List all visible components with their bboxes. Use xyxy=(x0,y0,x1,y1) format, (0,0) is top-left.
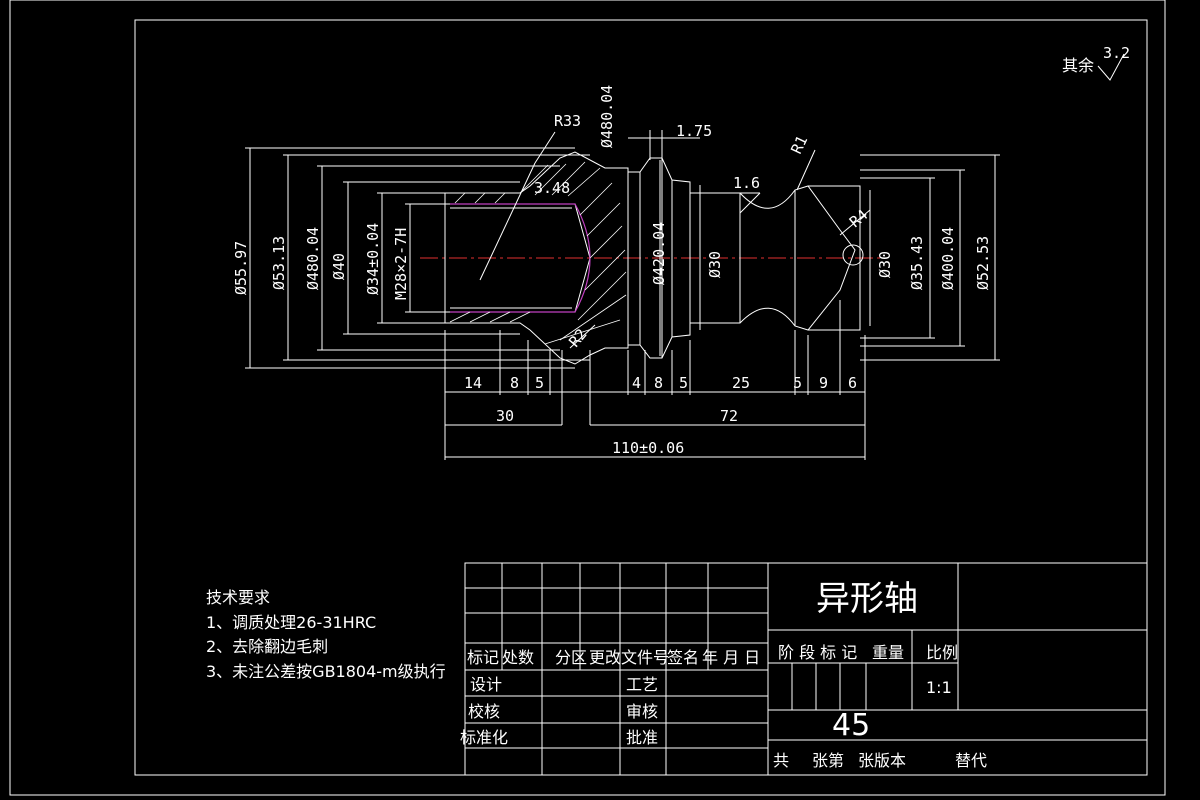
dim-d30-left: Ø30 xyxy=(706,251,724,278)
dim-8-right: 8 xyxy=(654,374,663,392)
material: 45 xyxy=(832,708,870,743)
tb-total: 共 xyxy=(773,751,789,770)
dim-6: 6 xyxy=(848,374,857,392)
tb-date: 年 月 日 xyxy=(702,648,760,667)
dim-5-left: 5 xyxy=(535,374,544,392)
dim-d40-right: Ø400.04 xyxy=(939,227,957,290)
tb-sheets: 张第 xyxy=(812,751,844,770)
dimension-labels: R33 Ø480.04 1.75 R1 3.48 1.6 R4 R2 Ø55.9… xyxy=(232,85,992,457)
tb-replace: 替代 xyxy=(955,751,987,770)
tech-req-item-3: 3、未注公差按GB1804-m级执行 xyxy=(206,662,446,681)
dim-r1: R1 xyxy=(787,133,811,157)
tech-req-item-2: 2、去除翻边毛刺 xyxy=(206,637,328,656)
tb-mark: 标记 xyxy=(467,648,499,667)
dim-4: 4 xyxy=(632,374,641,392)
surface-note-label: 其余 xyxy=(1062,56,1094,75)
tb-zone: 分区 xyxy=(555,648,587,667)
section-hatch xyxy=(449,161,627,345)
tb-design: 设计 xyxy=(470,675,502,694)
title-block-text: 异形轴 45 1:1 标记 处数 分区 更改文件号 签名 年 月 日 设计 工艺… xyxy=(460,579,987,770)
tb-review: 审核 xyxy=(626,702,658,721)
dim-d55-97: Ø55.97 xyxy=(232,241,250,295)
dim-r2: R2 xyxy=(565,325,590,350)
dim-110: 110±0.06 xyxy=(612,439,684,457)
title-block xyxy=(464,562,1148,776)
dim-72: 72 xyxy=(720,407,738,425)
dim-d48-left: Ø480.04 xyxy=(304,227,322,290)
tb-approve: 批准 xyxy=(626,728,658,747)
dim-d34: Ø34±0.04 xyxy=(364,223,382,295)
tb-craft: 工艺 xyxy=(626,675,658,694)
tech-requirements: 技术要求 1、调质处理26-31HRC 2、去除翻边毛刺 3、未注公差按GB18… xyxy=(206,588,446,681)
surface-note-value: 3.2 xyxy=(1103,44,1130,62)
tb-sheet2: 张版本 xyxy=(858,751,906,770)
part-outline xyxy=(444,151,864,365)
dim-m28: M28×2-7H xyxy=(392,228,410,300)
dim-d42: Ø420.04 xyxy=(650,222,668,285)
dim-d30-right: Ø30 xyxy=(876,251,894,278)
part-name: 异形轴 xyxy=(816,579,918,619)
tb-sign: 签名 xyxy=(667,648,699,667)
dim-25: 25 xyxy=(732,374,750,392)
roughness-symbol-icon xyxy=(1097,53,1125,81)
tb-ratio: 比例 xyxy=(926,643,958,662)
dim-3-48: 3.48 xyxy=(534,179,570,197)
dim-d48-top: Ø480.04 xyxy=(598,85,616,148)
dim-1-6: 1.6 xyxy=(733,174,760,192)
tb-weight: 重量 xyxy=(872,643,904,662)
dim-14: 14 xyxy=(464,374,482,392)
tech-req-item-1: 1、调质处理26-31HRC xyxy=(206,613,376,632)
outer-frame xyxy=(9,0,1166,796)
dim-5-mid: 5 xyxy=(679,374,688,392)
tb-count: 处数 xyxy=(502,648,534,667)
dim-30: 30 xyxy=(496,407,514,425)
dim-1-75: 1.75 xyxy=(676,122,712,140)
tb-stage: 阶 段 标 记 xyxy=(778,643,857,662)
right-diameter-lines xyxy=(659,154,1000,361)
dim-d53-13: Ø53.13 xyxy=(270,236,288,290)
dim-d40: Ø40 xyxy=(330,253,348,280)
scale-value: 1:1 xyxy=(926,678,952,697)
tb-check: 校核 xyxy=(468,702,500,721)
left-diameter-lines xyxy=(245,147,590,369)
tech-req-title: 技术要求 xyxy=(206,588,270,607)
dim-9: 9 xyxy=(819,374,828,392)
dim-d52-53: Ø52.53 xyxy=(974,236,992,290)
dim-5-right: 5 xyxy=(793,374,802,392)
dim-d35-43: Ø35.43 xyxy=(908,236,926,290)
tb-standard: 标准化 xyxy=(460,728,508,747)
tb-change-doc: 更改文件号 xyxy=(589,648,669,667)
length-dimension-lines xyxy=(444,130,871,460)
dim-8-left: 8 xyxy=(510,374,519,392)
dim-r33: R33 xyxy=(554,112,581,130)
